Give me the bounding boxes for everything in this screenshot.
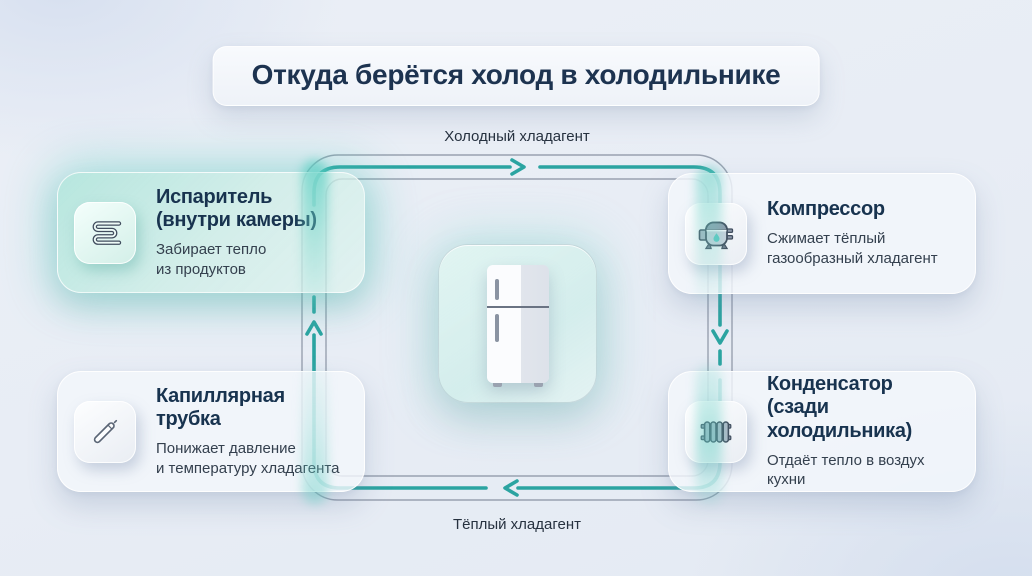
tube-icon — [74, 400, 136, 463]
freezer-handle — [494, 278, 499, 300]
arrow-down-icon — [711, 329, 729, 345]
card-heading: Капиллярная трубка — [156, 384, 285, 431]
card-heading: Конденсатор (сзади холодильника) — [767, 372, 912, 442]
card-description: Забирает тепло из продуктов — [156, 240, 267, 278]
card-condenser: Конденсатор (сзади холодильника) Отдаёт … — [668, 371, 976, 492]
card-description: Понижает давление и температуру хладаген… — [156, 439, 340, 477]
card-description: Отдаёт тепло в воздух кухни — [767, 451, 925, 489]
card-compressor: Компрессор Сжимает тёплый газообразный х… — [668, 173, 976, 294]
arrow-up-icon — [305, 320, 323, 336]
fridge-handle — [494, 313, 499, 342]
refrigerator-door-divider — [486, 305, 549, 308]
refrigerator-foot — [533, 382, 543, 387]
coil-icon — [74, 201, 136, 264]
radiator-icon — [685, 400, 747, 463]
card-description: Сжимает тёплый газообразный хладагент — [767, 230, 938, 267]
center-glass-panel — [438, 244, 597, 403]
refrigerator-icon — [486, 264, 549, 387]
cold-refrigerant-label: Холодный хладагент — [444, 128, 590, 145]
warm-refrigerant-label: Тёплый хладагент — [452, 516, 582, 533]
title-banner: Откуда берётся холод в холодильнике — [212, 46, 820, 106]
card-evaporator: Испаритель (внутри камеры) Забирает тепл… — [57, 172, 365, 293]
compressor-icon — [685, 202, 747, 265]
page-title: Откуда берётся холод в холодильнике — [251, 59, 781, 90]
card-heading: Компрессор — [767, 198, 885, 221]
card-capillary-tube: Капиллярная трубка Понижает давление и т… — [57, 371, 365, 492]
arrow-left-icon — [503, 479, 519, 497]
arrow-right-icon — [510, 158, 526, 176]
card-heading: Испаритель (внутри камеры) — [156, 185, 317, 232]
refrigerator-foot — [492, 382, 502, 387]
